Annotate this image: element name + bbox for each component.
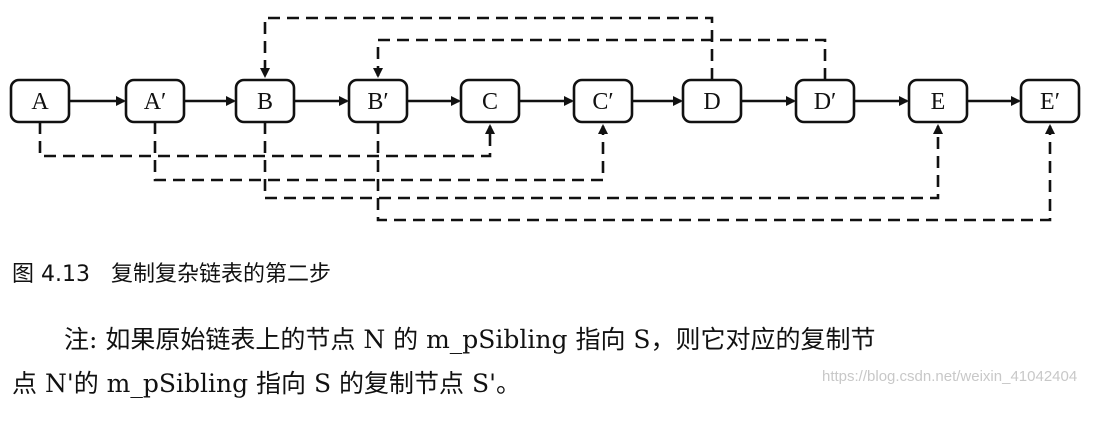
sibling-arrow-A-C — [38, 122, 495, 158]
node-label-A: A — [31, 89, 49, 115]
node-box-C1 — [572, 78, 634, 124]
node-box-E — [907, 78, 969, 124]
linked-list-diagram: A A′ B B′ C C′ D D′ E E′ — [9, 16, 1081, 222]
node-C1: C′ — [572, 78, 634, 124]
node-label-D: D — [703, 89, 720, 115]
node-E1: E′ — [1019, 78, 1081, 124]
node-label-D1: D′ — [814, 89, 837, 115]
node-label-E1: E′ — [1040, 89, 1060, 115]
sibling-arrow-B-E — [263, 122, 943, 200]
sibling-arrow-D1-B1 — [373, 38, 827, 80]
sibling-arrow-D-B — [260, 16, 714, 80]
node-E: E — [907, 78, 969, 124]
node-box-D1 — [794, 78, 856, 124]
sibling-arrow-B1-E1 — [376, 122, 1055, 222]
node-box-A1 — [124, 78, 186, 124]
node-label-E: E — [931, 89, 946, 115]
node-box-E1 — [1019, 78, 1081, 124]
node-label-B1: B′ — [367, 89, 388, 115]
node-label-C: C — [482, 89, 498, 115]
node-B1: B′ — [347, 78, 409, 124]
node-box-A — [9, 78, 71, 124]
node-box-D — [681, 78, 743, 124]
node-label-C1: C′ — [592, 89, 613, 115]
watermark-url: https://blog.csdn.net/weixin_41042404 — [822, 368, 1078, 385]
note-line-2: 点 N'的 m_pSibling 指向 S 的复制节点 S'。 — [12, 369, 521, 398]
node-box-C — [459, 78, 521, 124]
node-B: B — [234, 78, 296, 124]
node-A1: A′ — [124, 78, 186, 124]
node-D: D — [681, 78, 743, 124]
node-A: A — [9, 78, 71, 124]
note-line-1: 注: 如果原始链表上的节点 N 的 m_pSibling 指向 S，则它对应的复… — [64, 325, 876, 354]
node-box-B1 — [347, 78, 409, 124]
node-C: C — [459, 78, 521, 124]
node-box-B — [234, 78, 296, 124]
sibling-arrow-A1-C1 — [153, 122, 608, 182]
node-D1: D′ — [794, 78, 856, 124]
node-label-B: B — [257, 89, 273, 115]
figure-caption: 图 4.13 复制复杂链表的第二步 — [12, 262, 331, 287]
node-label-A1: A′ — [144, 89, 167, 115]
